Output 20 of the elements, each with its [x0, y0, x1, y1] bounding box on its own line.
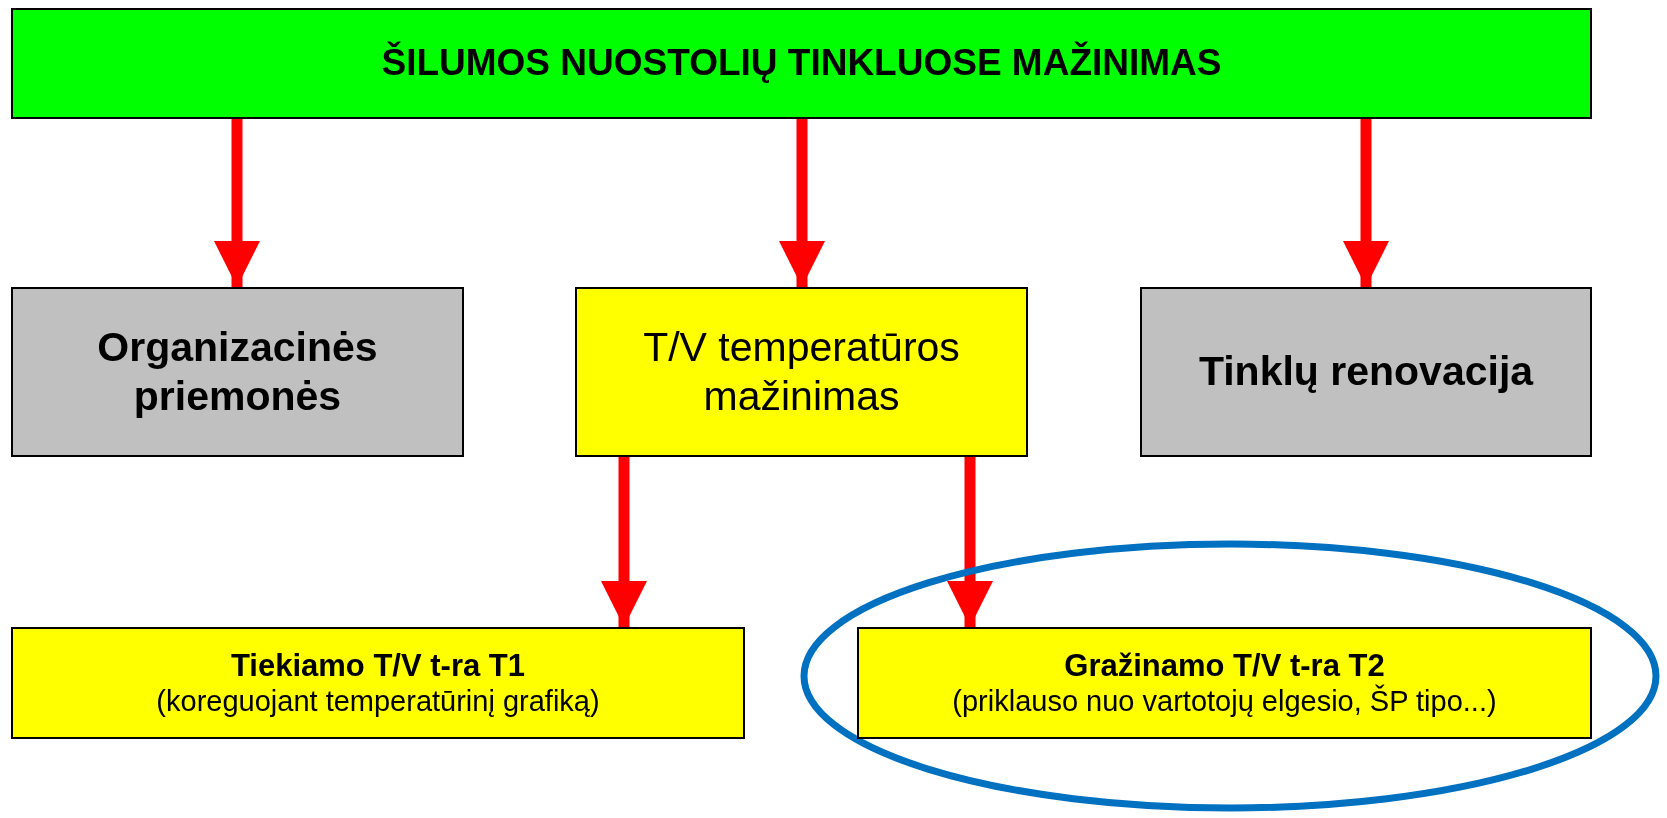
process-box: [11, 287, 464, 457]
highlight-ellipse: [800, 540, 1660, 812]
arrow: [947, 457, 993, 627]
title-box: [11, 8, 1592, 119]
arrow: [214, 119, 260, 287]
arrow: [1343, 119, 1389, 287]
arrow: [601, 457, 647, 627]
process-box: [575, 287, 1028, 457]
process-box: [857, 627, 1592, 739]
process-box: [11, 627, 745, 739]
process-box: [1140, 287, 1592, 457]
arrow: [779, 119, 825, 287]
box-note: (priklauso nuo vartotojų elgesio, ŠP tipo...): [952, 684, 1497, 719]
box-title: ŠILUMOS NUOSTOLIŲ TINKLUOSE MAŽINIMAS: [381, 41, 1222, 86]
box-note: (koreguojant temperatūrinį grafiką): [156, 684, 600, 719]
box-title: Tinklų renovacija: [1198, 347, 1534, 397]
box-title: Gražinamo T/V t-ra T2: [1064, 647, 1385, 684]
box-title: T/V temperatūros mažinimas: [642, 322, 961, 421]
box-title: Tiekiamo T/V t-ra T1: [231, 647, 525, 685]
box-title: Organizacinės priemonės: [96, 322, 379, 421]
